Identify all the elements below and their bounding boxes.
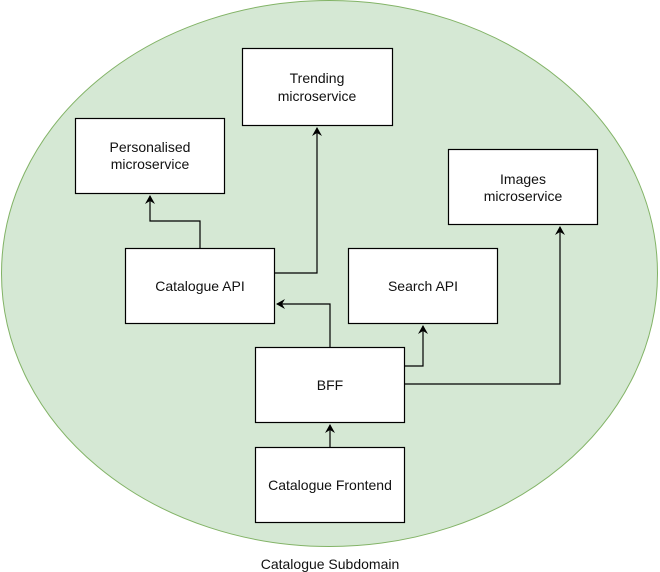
edges: [145, 127, 565, 447]
node-label: Search API: [388, 278, 458, 294]
node-images[interactable]: Images microservice: [447, 148, 599, 226]
node-label: microservice: [111, 156, 190, 172]
node-label: microservice: [278, 88, 357, 104]
edge-bff-to-search-api: [405, 325, 428, 367]
node-catalogue-api[interactable]: Catalogue API: [124, 247, 276, 325]
node-label: BFF: [317, 377, 343, 393]
edge-catalogue-api-to-personalised: [145, 195, 201, 248]
node-label: microservice: [484, 188, 563, 204]
node-label: Personalised: [110, 139, 191, 155]
node-label: Catalogue Frontend: [268, 477, 392, 493]
node-catalogue-frontend[interactable]: Catalogue Frontend: [254, 446, 406, 524]
edge-bff-to-catalogue-api: [276, 299, 331, 347]
node-trending[interactable]: Trending microservice: [241, 47, 394, 127]
node-search-api[interactable]: Search API: [347, 247, 499, 325]
node-bff[interactable]: BFF: [254, 346, 406, 424]
node-label: Catalogue API: [155, 278, 245, 294]
subdomain-label: Catalogue Subdomain: [261, 556, 400, 572]
edge-catalogue-api-to-trending: [274, 127, 322, 274]
node-label: Images: [500, 171, 546, 187]
edge-bff-to-images: [405, 226, 565, 385]
node-label: Trending: [290, 70, 345, 86]
node-personalised[interactable]: Personalised microservice: [74, 117, 226, 195]
